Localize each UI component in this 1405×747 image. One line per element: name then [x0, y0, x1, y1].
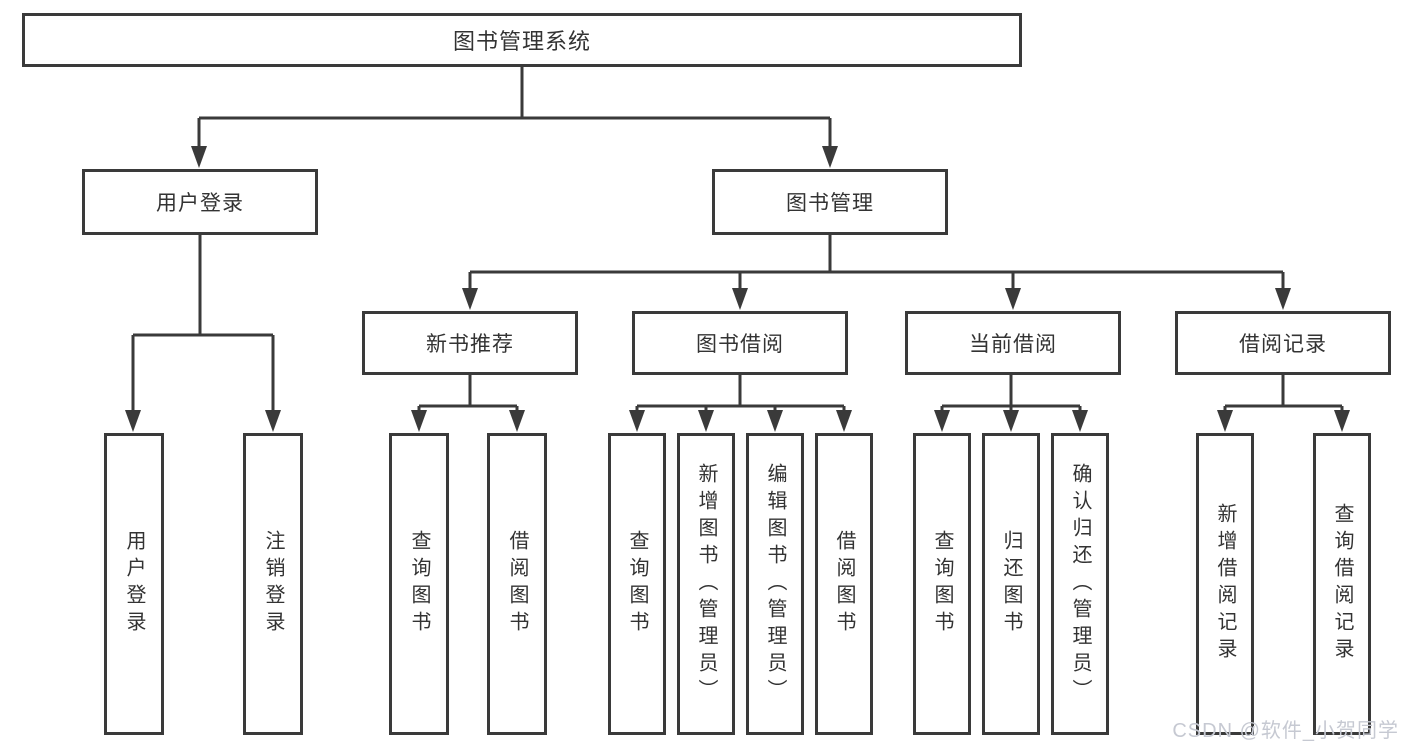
leaf-node-add-borrow-record: 新增借阅记录 [1196, 433, 1254, 735]
section-node-label: 借阅记录 [1239, 333, 1327, 356]
section-node-book-borrow: 图书借阅 [632, 311, 848, 375]
leaf-node-label: 借阅图书 [833, 530, 855, 638]
leaf-node-label: 归还图书 [1000, 530, 1022, 638]
leaf-node-query-borrow-record: 查询借阅记录 [1313, 433, 1371, 735]
branch-node-label: 图书管理 [786, 192, 874, 215]
leaf-node-edit-books-admin: 编辑图书（管理员） [746, 433, 804, 735]
section-node-borrow-records: 借阅记录 [1175, 311, 1391, 375]
arrowheads [125, 146, 1350, 432]
root-node-library-system: 图书管理系统 [22, 13, 1022, 67]
leaf-node-label: 确认归还（管理员） [1069, 462, 1091, 706]
root-node-label: 图书管理系统 [452, 29, 591, 54]
leaf-node-query-books-borrow: 查询图书 [608, 433, 666, 735]
leaf-node-label: 新增图书（管理员） [695, 462, 717, 706]
leaf-node-label: 查询图书 [626, 530, 648, 638]
leaf-node-label: 新增借阅记录 [1214, 503, 1236, 665]
branch-node-label: 用户登录 [156, 192, 244, 215]
leaf-node-logout: 注销登录 [243, 433, 303, 735]
leaf-node-confirm-return-admin: 确认归还（管理员） [1051, 433, 1109, 735]
watermark: CSDN @软件_小贺同学 [1172, 720, 1399, 742]
leaf-node-label: 借阅图书 [506, 530, 528, 638]
leaf-node-borrow-books: 借阅图书 [815, 433, 873, 735]
leaf-node-label: 查询图书 [931, 530, 953, 638]
leaf-node-query-books-recommend: 查询图书 [389, 433, 449, 735]
section-node-label: 当前借阅 [969, 333, 1057, 356]
leaf-node-label: 查询图书 [408, 530, 430, 638]
leaf-node-label: 查询借阅记录 [1331, 503, 1353, 665]
branch-node-book-management: 图书管理 [712, 169, 948, 235]
section-node-label: 新书推荐 [426, 333, 514, 356]
leaf-node-borrow-books-recommend: 借阅图书 [487, 433, 547, 735]
leaf-node-add-books-admin: 新增图书（管理员） [677, 433, 735, 735]
leaf-node-user-login: 用户登录 [104, 433, 164, 735]
section-node-label: 图书借阅 [696, 333, 784, 356]
leaf-node-return-books: 归还图书 [982, 433, 1040, 735]
leaf-node-label: 用户登录 [123, 530, 145, 638]
leaf-node-label: 注销登录 [262, 530, 284, 638]
leaf-node-query-books-current: 查询图书 [913, 433, 971, 735]
branch-node-user-login: 用户登录 [82, 169, 318, 235]
leaf-node-label: 编辑图书（管理员） [764, 462, 786, 706]
section-node-new-book-recommend: 新书推荐 [362, 311, 578, 375]
section-node-current-borrow: 当前借阅 [905, 311, 1121, 375]
